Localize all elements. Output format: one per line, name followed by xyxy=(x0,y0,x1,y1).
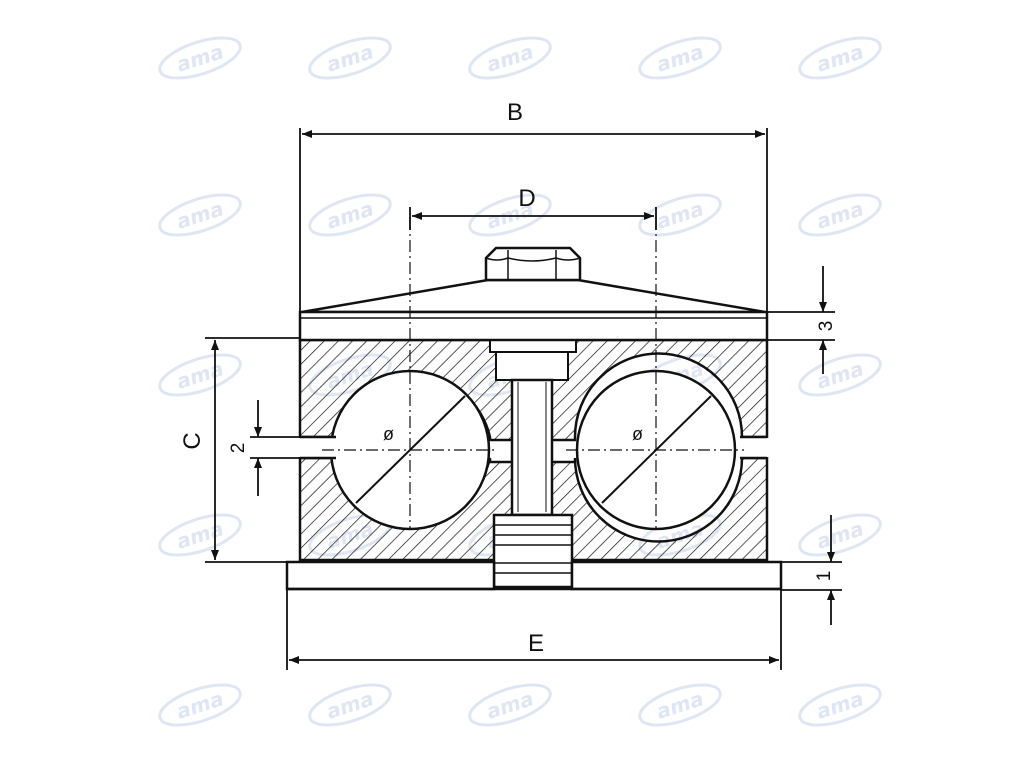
svg-text:ama: ama xyxy=(814,39,867,77)
hex-nut xyxy=(484,246,582,282)
svg-text:ama: ama xyxy=(174,39,227,77)
svg-text:ama: ama xyxy=(484,686,537,724)
bottom-plate-dimension-label: 1 xyxy=(814,571,835,582)
svg-text:ama: ama xyxy=(654,196,707,234)
diameter-lines xyxy=(355,395,712,504)
svg-text:ama: ama xyxy=(324,196,377,234)
svg-text:ama: ama xyxy=(814,196,867,234)
svg-text:ama: ama xyxy=(174,356,227,394)
watermark-logo: ama xyxy=(308,193,392,237)
svg-text:ama: ama xyxy=(654,39,707,77)
dimension-d-label: D xyxy=(518,185,535,212)
top-plate-assembly xyxy=(298,246,769,342)
watermark-logo: ama xyxy=(638,36,722,80)
watermark-logo: ama xyxy=(468,36,552,80)
cover-cone xyxy=(301,278,766,314)
gap-dimension-label: 2 xyxy=(228,443,249,454)
center-bolt xyxy=(489,339,577,589)
svg-text:ama: ama xyxy=(324,39,377,77)
watermark-logo: ama xyxy=(308,683,392,727)
watermark-logo: ama xyxy=(468,193,552,237)
svg-text:ama: ama xyxy=(654,686,707,724)
svg-text:ama: ama xyxy=(814,356,867,394)
watermark-logo: ama xyxy=(798,513,882,557)
top-plate xyxy=(298,310,769,342)
base-plate xyxy=(285,560,783,591)
dimension-e-label: E xyxy=(528,630,544,657)
dimension-c-label: C xyxy=(179,432,206,449)
watermark-logo: ama xyxy=(158,513,242,557)
svg-text:ama: ama xyxy=(484,39,537,77)
svg-text:ama: ama xyxy=(174,196,227,234)
watermark-logo: ama xyxy=(798,353,882,397)
watermark-logo: ama xyxy=(798,36,882,80)
watermark-logo: ama xyxy=(798,683,882,727)
left-diameter-symbol: ø xyxy=(383,424,394,444)
svg-text:ama: ama xyxy=(324,686,377,724)
watermark-logo: ama xyxy=(158,193,242,237)
right-diameter-symbol: ø xyxy=(632,424,643,444)
top-plate-dimension-label: 3 xyxy=(816,321,837,332)
watermark-logo: ama xyxy=(158,353,242,397)
svg-text:ama: ama xyxy=(814,686,867,724)
svg-text:ama: ama xyxy=(814,516,867,554)
watermark-logo: ama xyxy=(798,193,882,237)
watermark-logo: ama xyxy=(468,683,552,727)
watermark-logo: ama xyxy=(308,36,392,80)
watermark-logo: ama xyxy=(638,193,722,237)
svg-text:ama: ama xyxy=(174,516,227,554)
watermark-logo: ama xyxy=(158,36,242,80)
dimension-b-label: B xyxy=(507,99,523,126)
svg-text:ama: ama xyxy=(174,686,227,724)
watermark-logo: ama xyxy=(638,683,722,727)
watermark-logo: ama xyxy=(158,683,242,727)
dimension-lines xyxy=(205,128,842,670)
